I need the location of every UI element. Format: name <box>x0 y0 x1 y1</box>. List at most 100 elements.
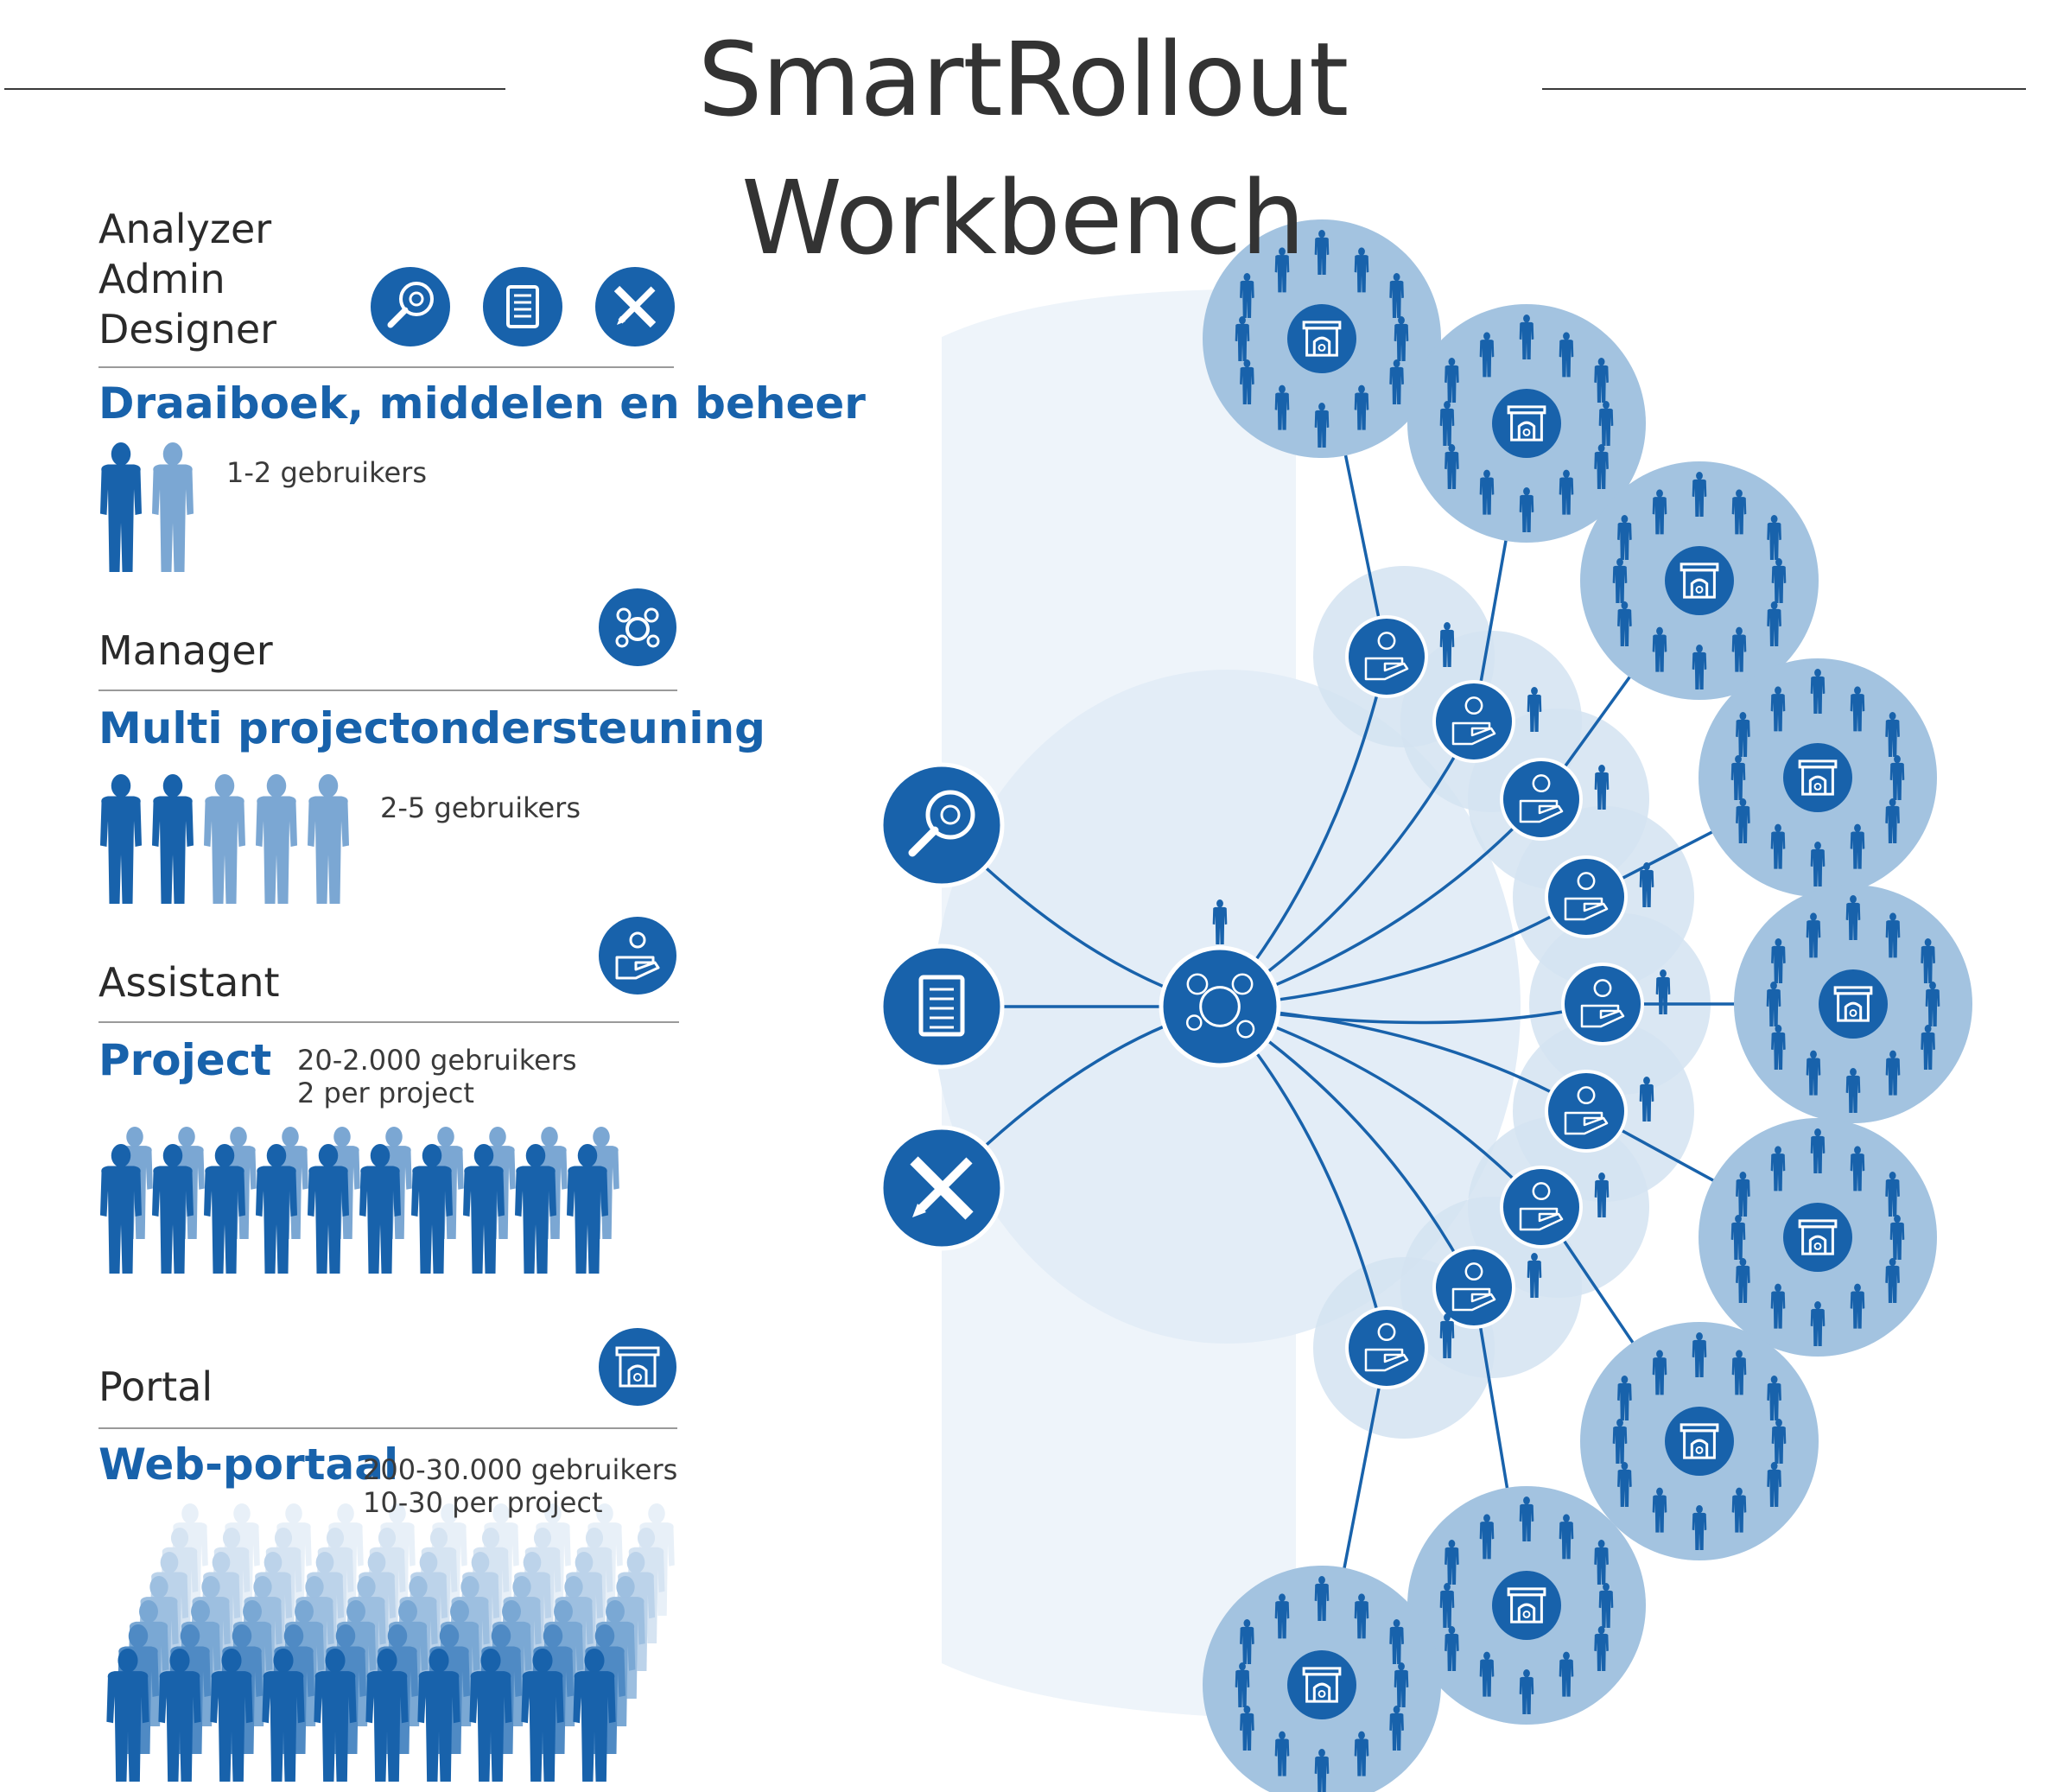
portal-gate-icon <box>1492 389 1561 458</box>
users-portal-ratio: 10-30 per project <box>363 1486 603 1519</box>
portal-user-icon <box>1731 1350 1747 1395</box>
page-title: SmartRollout Workbench <box>697 20 1349 277</box>
portal-user-icon <box>1519 487 1534 532</box>
portal-user-icon <box>1925 982 1940 1026</box>
heading-admin: Draaiboek, middelen en beheer <box>98 378 866 429</box>
portal-bubble-6 <box>1580 1322 1819 1560</box>
portal-user-icon <box>1559 1651 1574 1697</box>
document-list-icon <box>879 944 1005 1070</box>
magnifier-gear-icon <box>371 267 450 346</box>
assistant-user-icon <box>411 1144 453 1274</box>
assistant-user-icon <box>359 1144 401 1274</box>
portal-user-icon <box>1731 1487 1747 1533</box>
portal-user-icon <box>1274 1593 1290 1639</box>
assistant-user-icon <box>204 1144 245 1274</box>
portal-user-icon <box>1770 1283 1786 1329</box>
portal-user-icon <box>1885 1172 1900 1217</box>
portal-user-icon <box>1445 1540 1459 1585</box>
users-portal-count: 200-30.000 gebruikers <box>363 1453 678 1486</box>
portal-user-icon <box>1445 358 1459 403</box>
portal-user-icon <box>1692 1505 1707 1550</box>
role-manager: Manager <box>98 627 273 674</box>
hand-gear-icon <box>1432 680 1515 763</box>
portal-user-icon <box>1519 1669 1534 1714</box>
portal-user-icon <box>1274 1731 1290 1776</box>
portal-user-icon <box>1771 1025 1786 1070</box>
portal-user-icon <box>1736 1172 1750 1217</box>
portal-bubble-7 <box>1407 1486 1646 1725</box>
portal-user-icon <box>1240 359 1254 404</box>
portal-user-icon <box>1921 938 1935 983</box>
hand-gear-icon <box>1500 758 1583 841</box>
portal-user-icon <box>1439 1583 1455 1628</box>
portal-user-icon <box>1445 1626 1459 1671</box>
portal-user-icon <box>1598 401 1614 446</box>
portal-user-icon <box>106 1649 149 1782</box>
assistant-user-icon <box>308 1144 349 1274</box>
portal-user-icon <box>1389 359 1404 404</box>
role-designer: Designer <box>98 306 277 353</box>
portal-bubble-0 <box>1203 219 1441 458</box>
portal-user-icon <box>210 1649 253 1782</box>
admin-user-icon <box>100 442 142 572</box>
portal-user-icon <box>1354 384 1369 430</box>
portal-user-icon <box>1652 489 1667 535</box>
assistant-user-icon <box>567 1144 608 1274</box>
title-rule-right <box>1542 88 2026 90</box>
portal-user-icon <box>1235 1662 1250 1707</box>
portal-user-icon <box>1439 401 1455 446</box>
assistant-user-icon <box>1594 1172 1610 1217</box>
portal-user-icon <box>1314 1749 1330 1792</box>
portal-user-icon <box>1810 842 1826 886</box>
users-assistant-ratio: 2 per project <box>297 1077 474 1109</box>
manager-hub-gears-icon <box>1159 945 1281 1068</box>
hand-gear-icon <box>1545 855 1628 938</box>
portal-user-icon <box>1594 1540 1609 1585</box>
portal-user-icon <box>1617 1462 1632 1507</box>
portal-user-icon <box>1766 982 1781 1026</box>
portal-user-icon <box>1885 798 1900 843</box>
hand-gear-icon <box>1432 1246 1515 1329</box>
portal-user-icon <box>1314 1576 1330 1621</box>
gears-icon <box>599 588 676 666</box>
portal-user-icon <box>1394 1662 1409 1707</box>
portal-user-icon <box>1767 515 1781 560</box>
assistant-user-icon <box>463 1144 505 1274</box>
portal-user-icon <box>1519 1497 1534 1541</box>
assistant-user-icon <box>1655 969 1671 1014</box>
portal-user-icon <box>1559 1514 1574 1560</box>
portal-gate-icon <box>1492 1571 1561 1640</box>
portal-user-icon <box>1274 384 1290 430</box>
portal-user-icon <box>1389 1619 1404 1664</box>
manager-user-icon <box>1212 899 1228 944</box>
portal-user-icon <box>1617 1376 1632 1420</box>
portal-user-icon <box>1730 1215 1746 1260</box>
users-assistant-count: 20-2.000 gebruikers <box>297 1044 577 1077</box>
portal-user-icon <box>1314 403 1330 448</box>
portal-user-icon <box>1394 316 1409 361</box>
portal-user-icon <box>1771 1419 1787 1464</box>
heading-assistant: Project <box>98 1035 272 1085</box>
portal-user-icon <box>1617 515 1632 560</box>
portal-user-icon <box>1389 1706 1404 1751</box>
manager-user-icon <box>100 774 142 904</box>
portal-user-icon <box>1519 315 1534 359</box>
admin-user-icon <box>152 442 194 572</box>
assistant-user-icon <box>1527 687 1542 732</box>
portal-user-icon <box>1850 686 1865 732</box>
portal-gate-icon <box>1287 304 1356 373</box>
assistant-user-icon <box>1639 862 1654 907</box>
portal-user-icon <box>1479 332 1495 378</box>
portal-bubble-5 <box>1699 1118 1937 1357</box>
portal-gate-icon <box>1819 969 1888 1039</box>
role-admin: Admin <box>98 256 225 302</box>
portal-user-icon <box>1850 1146 1865 1191</box>
portal-user-icon <box>573 1649 616 1782</box>
portal-user-icon <box>1594 1626 1609 1671</box>
portal-user-icon <box>1240 1619 1254 1664</box>
portal-user-icon <box>1692 472 1707 517</box>
portal-user-icon <box>1845 895 1861 940</box>
portal-user-icon <box>1767 601 1781 646</box>
